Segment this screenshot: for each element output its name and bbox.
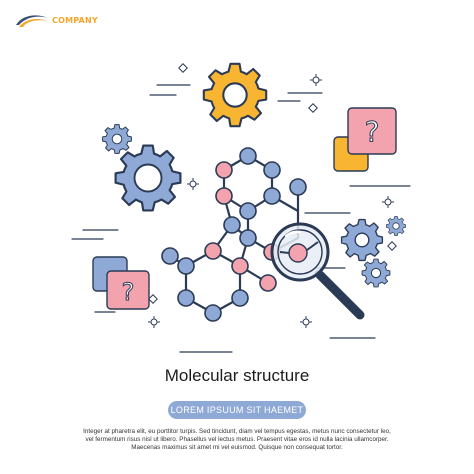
gear-icon-orange bbox=[202, 62, 268, 128]
magnifier-icon bbox=[270, 222, 365, 320]
decorative-lines bbox=[71, 84, 411, 353]
description-text: Integer at pharetra elit, eu porttitor t… bbox=[60, 428, 414, 452]
company-name: COMPANY bbox=[52, 15, 98, 25]
gear-icon-right-large bbox=[340, 218, 384, 262]
svg-text:?: ? bbox=[122, 278, 135, 306]
lorem-ipsum-button[interactable]: LOREM IPSUUM SIT HAEMET bbox=[168, 401, 306, 419]
gear-icon-large-left bbox=[114, 144, 182, 212]
question-block-icon-top-right: ? bbox=[333, 107, 397, 172]
description-line: Integer at pharetra elit, eu porttitor t… bbox=[83, 428, 391, 435]
svg-text:?: ? bbox=[365, 115, 380, 148]
description-line: Maecenas maximus sit amet mi vel euismod… bbox=[131, 444, 343, 451]
question-block-icon-left: ? bbox=[92, 256, 150, 310]
gear-icon-right-small bbox=[386, 216, 406, 236]
description-line: vel fermentum risus nisl ut libero. Phas… bbox=[85, 436, 389, 443]
gear-icon-small-left bbox=[102, 124, 132, 154]
page-title: Molecular structure bbox=[164, 366, 310, 385]
company-logo-icon bbox=[16, 15, 48, 27]
company-logo: COMPANY bbox=[14, 12, 98, 28]
gear-icon-right-bottom bbox=[361, 258, 391, 288]
